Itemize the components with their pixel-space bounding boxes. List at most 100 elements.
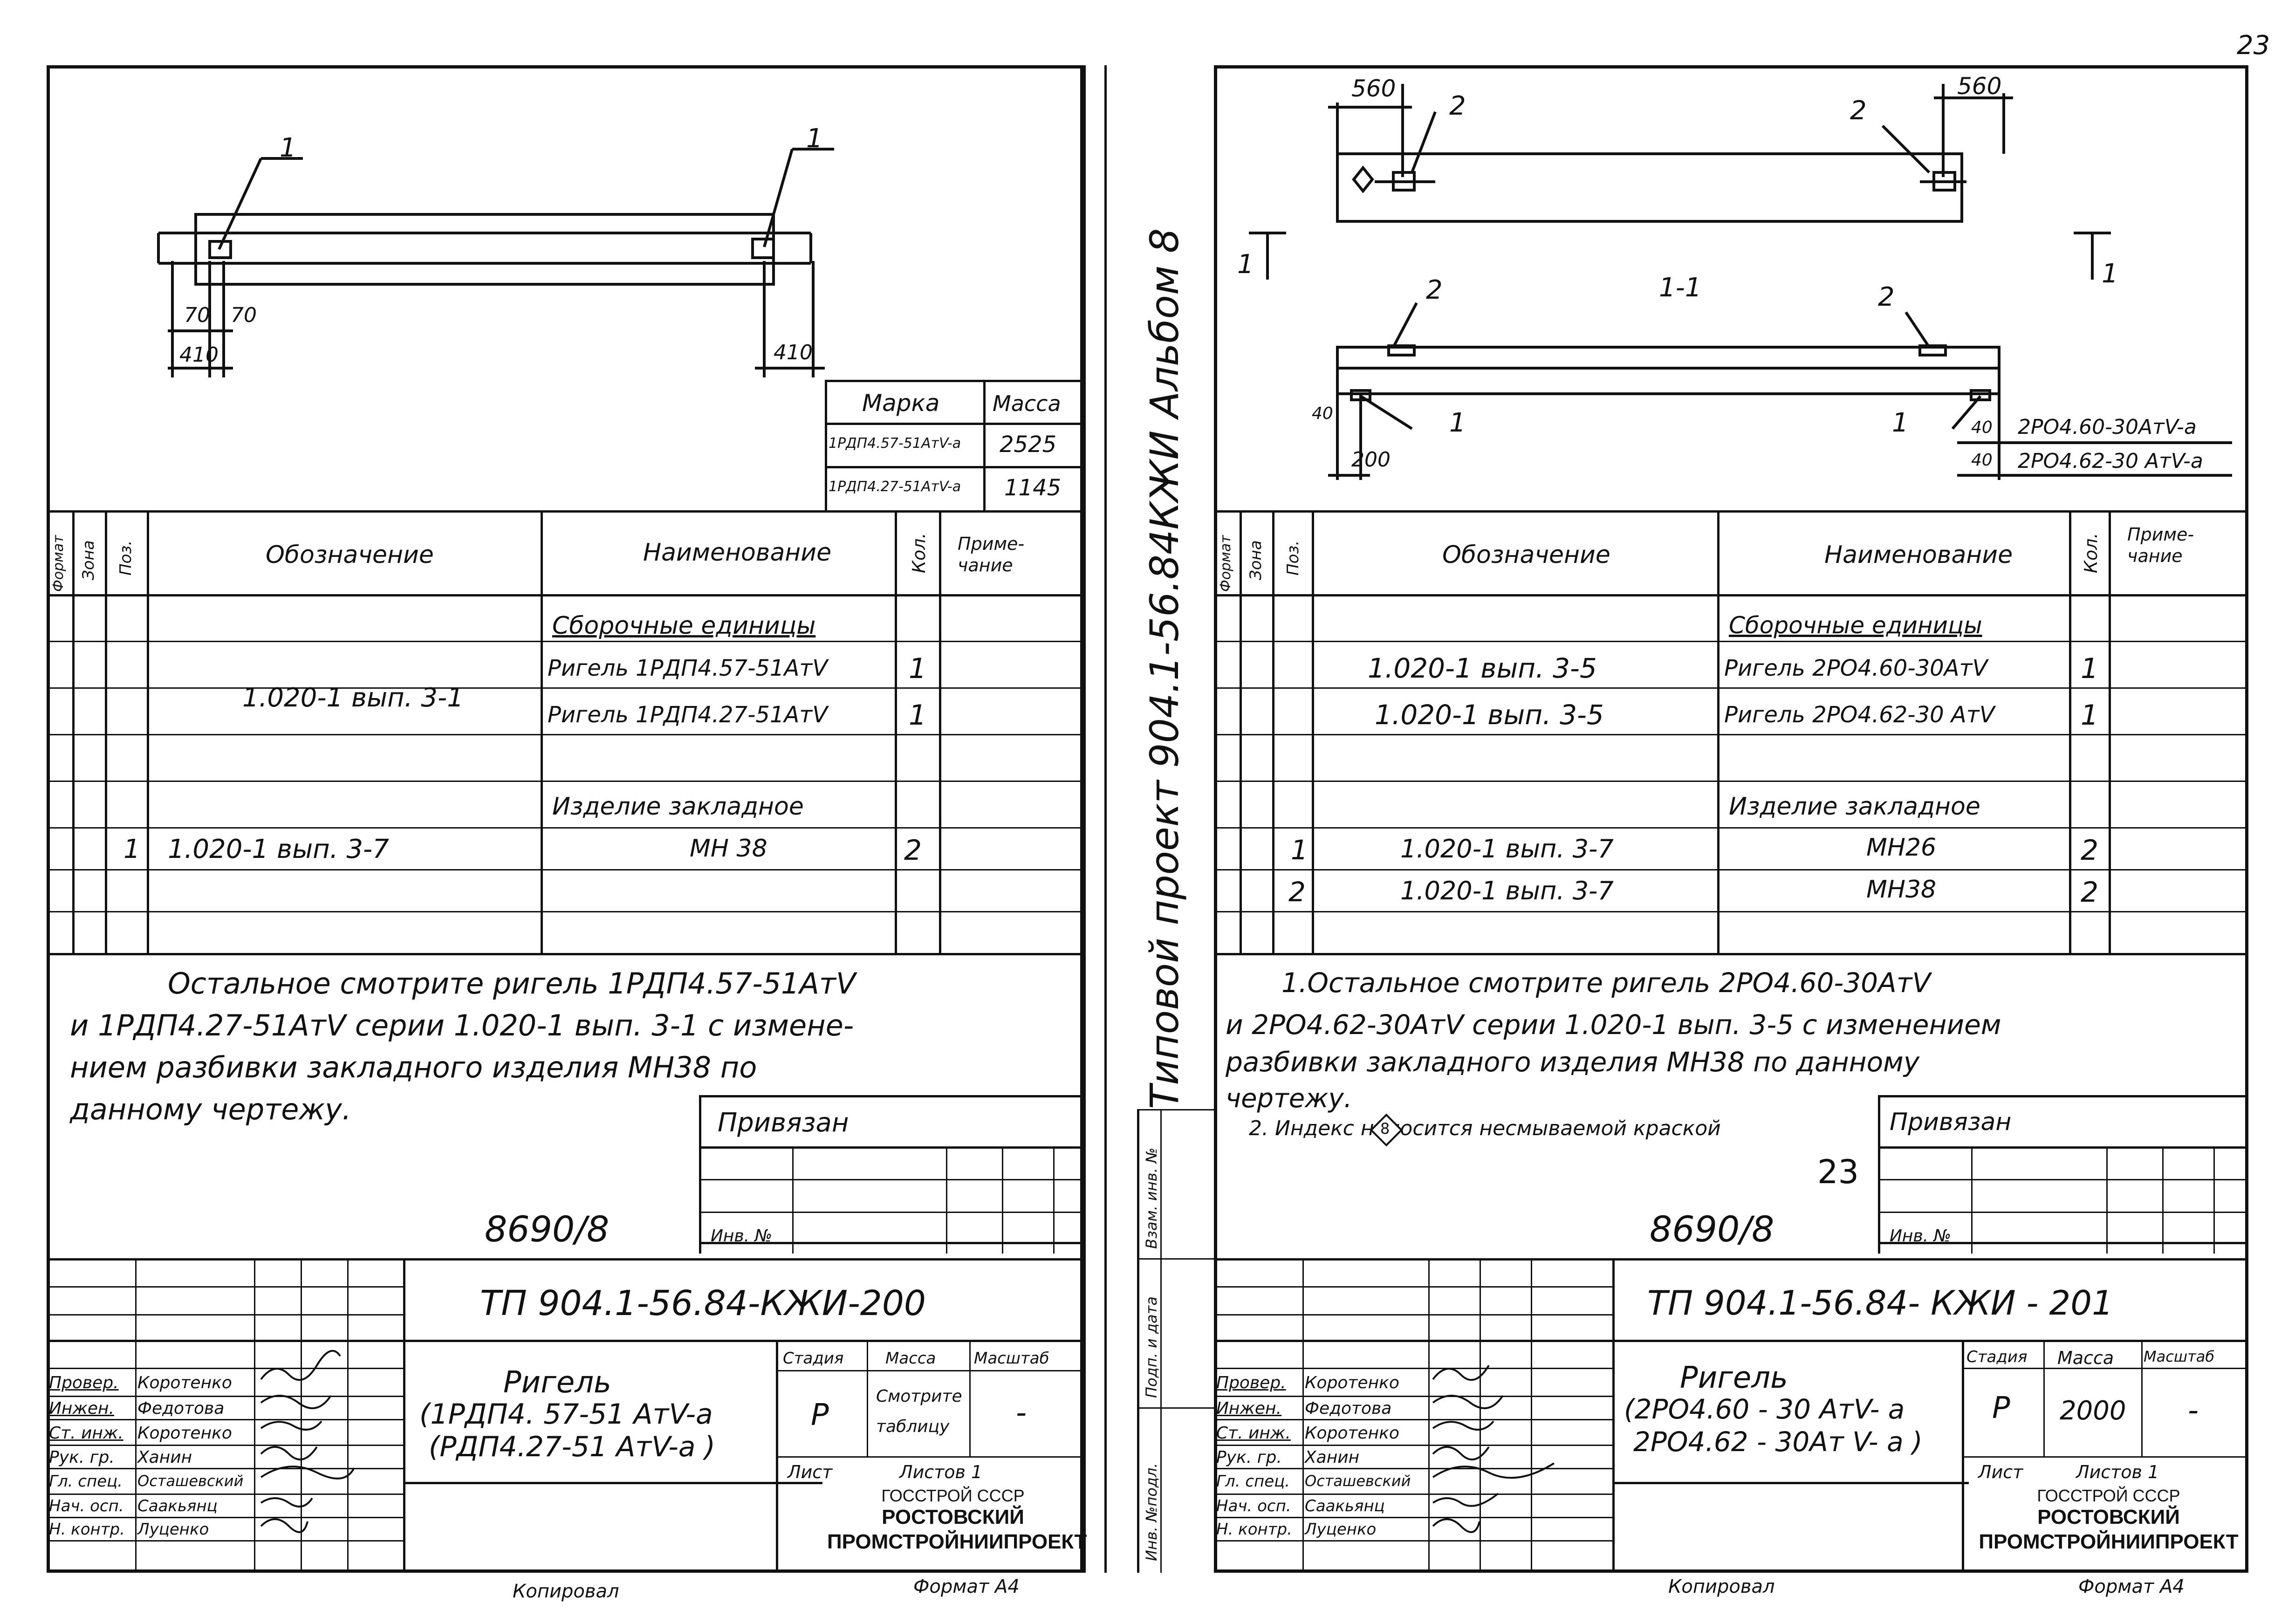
right-notes-line4: чертежу.: [1226, 1083, 1352, 1114]
right-title-line2: (2РО4.60 - 30 АтV- а: [1624, 1393, 1905, 1425]
left-col-qty: Кол.: [909, 533, 929, 573]
right-dim-200: 200: [1351, 448, 1391, 472]
mass-table-row2-mark: 1РДП4.27-51АтV-а: [829, 479, 961, 495]
right-role-4: Рук. гр.: [1216, 1448, 1282, 1467]
left-dim-410a: 410: [179, 343, 219, 367]
left-row3-name: МН 38: [690, 835, 767, 863]
right-title-line1: Ригель: [1680, 1361, 1788, 1395]
right-row4-qty: 2: [2081, 876, 2099, 909]
left-row3-pos: 1: [123, 834, 140, 864]
left-name-6: Саакьянц: [137, 1497, 218, 1515]
right-name-6: Саакьянц: [1305, 1497, 1385, 1515]
left-role-4: Рук. гр.: [49, 1448, 115, 1467]
left-col-pos: Поз.: [116, 540, 135, 576]
left-mass-value: Смотрите таблицу: [876, 1387, 962, 1436]
left-role-3: Ст. инж.: [49, 1424, 123, 1443]
right-notes-line3: разбивки закладного изделия МН38 по данн…: [1226, 1046, 1920, 1078]
left-col-name: Наименование: [643, 539, 832, 567]
side-stamp-inv: Инв. №подл.: [1143, 1463, 1160, 1561]
right-col-note: Приме-чание: [2127, 524, 2194, 566]
left-title-line2: (1РДП4. 57-51 АтV-а: [419, 1398, 713, 1431]
right-notes-line2: и 2РО4.62-30АтV серии 1.020-1 вып. 3-5 с…: [1226, 1009, 2001, 1041]
left-role-2: Инжен.: [49, 1399, 115, 1418]
left-format: Формат А4: [913, 1576, 1020, 1597]
left-col-zone: Зона: [79, 540, 98, 580]
left-mass-label: Масса: [885, 1349, 936, 1368]
mass-table-header-mass: Масса: [993, 391, 1061, 416]
left-col-note: Приме-чание: [958, 534, 1025, 576]
right-row3-designation: 1.020-1 вып. 3-7: [1400, 834, 1614, 863]
left-notes-line3: нием разбивки закладного изделия МН38 по: [70, 1050, 757, 1084]
mass-table-row1-mass: 2525: [1000, 432, 1057, 458]
right-row2-qty: 1: [2081, 699, 2099, 732]
right-pos2-mid-a: 2: [1426, 275, 1443, 305]
left-name-1: Коротенко: [137, 1373, 232, 1392]
right-stage-label: Стадия: [1966, 1348, 2028, 1366]
right-role-6: Нач. осп.: [1216, 1497, 1291, 1515]
left-pos-label-1a: 1: [280, 133, 296, 163]
right-row4-designation: 1.020-1 вып. 3-7: [1400, 876, 1614, 905]
side-stamp-title: Типовой проект 904.1-56.84КЖИ Альбом 8: [1142, 228, 1187, 1109]
right-scale-label: Масштаб: [2144, 1348, 2215, 1365]
right-row1-qty: 1: [2081, 652, 2099, 685]
left-title-line1: Ригель: [503, 1365, 611, 1400]
right-title-line3: 2РО4.62 - 30Ат V- а ): [1633, 1426, 1923, 1458]
right-pos2-top-a: 2: [1449, 91, 1466, 121]
right-pos2-top-b: 2: [1850, 96, 1867, 126]
right-sheet-border: [1214, 65, 2248, 1573]
left-row3-qty: 2: [904, 834, 922, 867]
right-archive-no: 8690/8: [1650, 1208, 1774, 1250]
right-dim-40c: 40: [1971, 451, 1993, 470]
right-org-line1: ГОССТРОЙ СССР: [2037, 1486, 2180, 1505]
right-col-format: Формат: [1218, 535, 1234, 592]
mass-table-header-mark: Марка: [862, 390, 940, 417]
left-row1-name: Ригель 1РДП4.57-51АтV: [548, 655, 828, 681]
left-scale-value: -: [1016, 1396, 1027, 1430]
left-spec-table: Формат Зона Поз. Обозначение Наименовани…: [47, 510, 1083, 955]
right-org-line3: ПРОМСТРОЙНИИПРОЕКТ: [1979, 1530, 2239, 1553]
right-section-assembly: Сборочные единицы: [1729, 612, 1982, 639]
right-dim-40a: 40: [1312, 404, 1333, 423]
side-stamp-replace: Взам. инв. №: [1143, 1147, 1160, 1249]
right-col-name: Наименование: [1824, 541, 2013, 569]
right-format: Формат А4: [2078, 1576, 2185, 1597]
left-archive-no: 8690/8: [485, 1208, 610, 1250]
left-name-5: Осташевский: [137, 1472, 244, 1490]
right-index-mark: 8: [1380, 1120, 1390, 1137]
right-section-right: 1: [2102, 259, 2118, 289]
right-title-block: ТП 904.1-56.84- КЖИ - 201 Ригель (2РО4.6…: [1214, 1258, 2248, 1573]
right-notes-line1: 1.Остальное смотрите ригель 2РО4.60-30Ат…: [1281, 967, 1931, 999]
left-notes-line2: и 1РДП4.27-51АтV серии 1.020-1 вып. 3-1 …: [70, 1008, 854, 1042]
right-mark-b: 2РО4.62-30 АтV-а: [2018, 449, 2203, 473]
side-stamp-border: [1137, 1109, 1139, 1573]
right-stage-value: Р: [1992, 1391, 2010, 1425]
mass-table-row1-mark: 1РДП4.57-51АтV-а: [829, 435, 961, 452]
right-row1-designation: 1.020-1 вып. 3-5: [1368, 652, 1597, 684]
right-mark-a: 2РО4.60-30АтV-а: [2018, 415, 2197, 439]
left-sheets-label: Листов 1: [899, 1462, 983, 1482]
sheet-divider-left: [1083, 65, 1086, 1573]
right-scale-value: -: [2188, 1393, 2199, 1428]
mass-table-row2-mass: 1145: [1004, 475, 1062, 501]
right-col-pos: Поз.: [1284, 540, 1302, 576]
right-col-designation: Обозначение: [1442, 541, 1610, 569]
right-role-5: Гл. спец.: [1216, 1472, 1290, 1491]
left-sheet-border: [47, 65, 1083, 1573]
right-name-5: Осташевский: [1305, 1472, 1411, 1490]
left-copied: Копировал: [513, 1581, 619, 1602]
right-row4-pos: 2: [1288, 876, 1306, 908]
left-name-4: Ханин: [137, 1448, 192, 1467]
right-col-zone: Зона: [1247, 540, 1265, 580]
right-dim-560b: 560: [1957, 73, 2002, 100]
left-col-designation: Обозначение: [266, 541, 434, 569]
right-role-7: Н. контр.: [1216, 1520, 1292, 1539]
right-spec-table: Формат Зона Поз. Обозначение Наименовани…: [1214, 510, 2248, 955]
left-title-block: ТП 904.1-56.84-КЖИ-200 Ригель (1РДП4. 57…: [47, 1258, 1087, 1573]
right-name-3: Коротенко: [1305, 1424, 1399, 1443]
right-row2-name: Ригель 2РО4.62-30 АтV: [1724, 702, 1995, 728]
left-pos-label-1b: 1: [806, 123, 823, 154]
right-row4-name: МН38: [1866, 876, 1937, 904]
right-row1-name: Ригель 2РО4.60-30АтV: [1724, 655, 1988, 681]
page-number: 23: [2237, 30, 2270, 61]
left-dim-70b: 70: [231, 303, 257, 327]
